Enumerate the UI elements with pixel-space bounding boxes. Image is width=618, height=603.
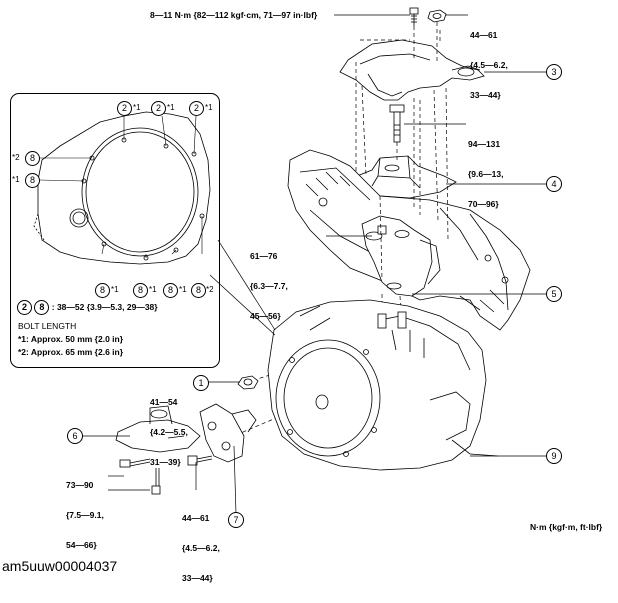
- torque-line: {7.5—9.1,: [66, 510, 104, 520]
- legend-callout-2: 2: [17, 300, 32, 315]
- torque-line: {4.5—6.2,: [470, 60, 508, 70]
- inset-tag-left-2: *1: [12, 175, 20, 184]
- units-note: N·m {kgf·m, ft·lbf}: [530, 522, 603, 532]
- inset-legend: 2 8 : 38—52 {3.9—5.3, 29—38}: [17, 300, 158, 315]
- mount-bolt: [389, 104, 405, 143]
- inset-tag-top-1: *1: [133, 103, 141, 112]
- inset-callout-bottom-2: 8: [133, 283, 148, 298]
- torque-line: 73—90: [66, 480, 94, 490]
- inset-callout-top-1: 2: [117, 101, 132, 116]
- torque-bracket-bolt: 44—61 {4.5—6.2, 33—44}: [182, 493, 220, 603]
- upper-mount-bracket: [339, 39, 485, 101]
- torque-line: 41—54: [150, 397, 178, 407]
- callout-part-6: 6: [67, 428, 83, 444]
- torque-line: 94—131: [468, 139, 501, 149]
- inset-tag-top-2: *1: [167, 103, 175, 112]
- inset-tag-bottom-2: *1: [149, 285, 157, 294]
- torque-mount-bolt: 94—131 {9.6—13, 70—96}: [468, 119, 503, 229]
- torque-line: 44—61: [470, 30, 498, 40]
- top-nut: [427, 9, 447, 23]
- leader-lines: [82, 14, 546, 515]
- torque-line: 45—56}: [250, 311, 281, 321]
- torque-lower-bolts: 73—90 {7.5—9.1, 54—66}: [66, 460, 104, 570]
- inset-callout-bottom-1: 8: [95, 283, 110, 298]
- bolt-length-1: *1: Approx. 50 mm {2.0 in}: [18, 334, 124, 344]
- torque-line: 54—66}: [66, 540, 97, 550]
- callout-part-9: 9: [546, 448, 562, 464]
- callout-part-3: 3: [546, 64, 562, 80]
- image-code: am5uuw00004037: [2, 558, 118, 574]
- drawing: [33, 7, 546, 515]
- inset-tag-bottom-3: *1: [179, 285, 187, 294]
- torque-line: 31—39}: [150, 457, 181, 467]
- diagram-stage: 2 *1 2 *1 2 *1 *2 8 *1 8 8 *1 8 *1 8 *1 …: [2, 7, 603, 583]
- lower-bolts: [119, 455, 213, 495]
- legend-callout-8: 8: [34, 300, 50, 315]
- inset-tag-top-3: *1: [205, 103, 213, 112]
- torque-line: 70—96}: [468, 199, 499, 209]
- torque-line: {6.3—7.7,: [250, 281, 288, 291]
- callout-part-5: 5: [546, 286, 562, 302]
- torque-line: 33—44}: [182, 573, 213, 583]
- top-bolt: [409, 7, 419, 26]
- transaxle-case: [267, 299, 499, 471]
- inset-callout-top-3: 2: [189, 101, 204, 116]
- torque-line: {4.5—6.2,: [182, 543, 220, 553]
- callout-part-4: 4: [546, 176, 562, 192]
- inset-callout-left-1: 8: [25, 151, 40, 166]
- lower-mount: [115, 405, 201, 453]
- bolt-length-title: BOLT LENGTH: [18, 321, 77, 331]
- torque-line: {9.6—13,: [468, 169, 504, 179]
- torque-top-bolt: 8—11 N·m {82—112 kgf·cm, 71—97 in·lbf}: [150, 10, 318, 20]
- inset-housing: [33, 111, 211, 265]
- inset-tag-left-1: *2: [12, 153, 20, 162]
- torque-line: {4.2—5.5,: [150, 427, 188, 437]
- legend-torque: : 38—52 {3.9—5.3, 29—38}: [51, 302, 158, 312]
- callout-part-7: 7: [228, 512, 244, 528]
- torque-bracket-nut: 61—76 {6.3—7.7, 45—56}: [250, 231, 288, 341]
- inset-leaders: [39, 115, 203, 258]
- inset-callout-bottom-4: 8: [191, 283, 206, 298]
- torque-line: 33—44}: [470, 90, 501, 100]
- lower-bracket: [199, 403, 257, 463]
- torque-line: 44—61: [182, 513, 210, 523]
- torque-line: 61—76: [250, 251, 278, 261]
- torque-top-nut: 44—61 {4.5—6.2, 33—44}: [470, 10, 508, 120]
- bolt-length-2: *2: Approx. 65 mm {2.6 in}: [18, 347, 124, 357]
- torque-case-nut: 41—54 {4.2—5.5, 31—39}: [150, 377, 188, 487]
- bolt-length-note: BOLT LENGTH *1: Approx. 50 mm {2.0 in} *…: [18, 320, 123, 359]
- callout-part-1: 1: [193, 375, 209, 391]
- case-nut: [237, 375, 259, 390]
- transaxle-bracket: [361, 215, 441, 297]
- inset-frame: [10, 93, 220, 368]
- inset-callout-top-2: 2: [151, 101, 166, 116]
- inset-callout-bottom-3: 8: [163, 283, 178, 298]
- inset-tag-bottom-1: *1: [111, 285, 119, 294]
- inset-tag-bottom-4: *2: [206, 285, 214, 294]
- inset-callout-left-2: 8: [25, 173, 40, 188]
